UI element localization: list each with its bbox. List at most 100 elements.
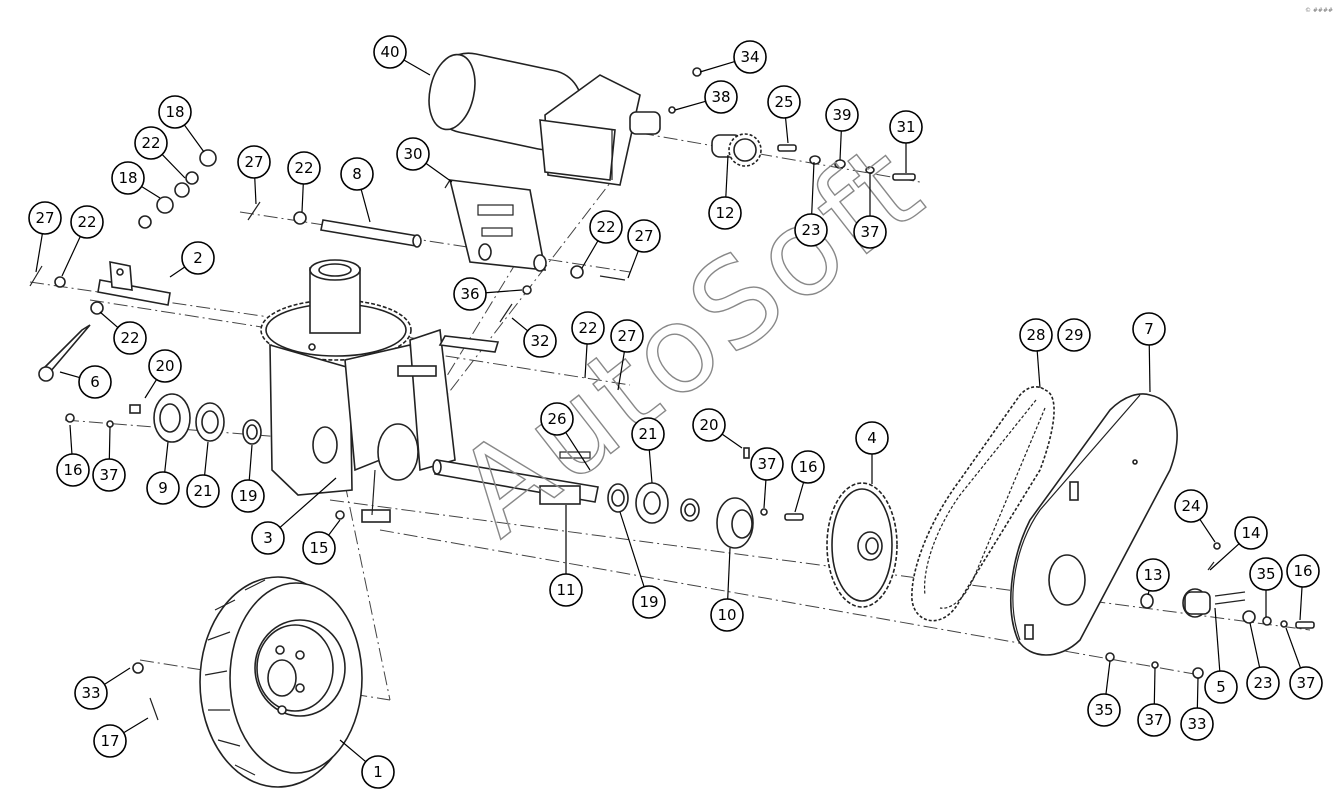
leader-line-17 (123, 717, 149, 734)
balloon-label: 28 (1026, 326, 1045, 344)
balloon-circle (146, 471, 180, 505)
leader-line-33 (104, 667, 131, 685)
drive-sprocket-12 (711, 133, 762, 167)
leader-line-37 (763, 479, 767, 509)
leader-line-24 (1199, 518, 1216, 543)
balloon-label: 5 (1216, 678, 1226, 696)
left-bearing-group (65, 393, 345, 520)
balloon-26: 26 (540, 402, 574, 436)
balloon-37: 37 (1289, 666, 1323, 700)
shaft-bearing-group (607, 482, 700, 524)
balloon-circle (56, 453, 90, 487)
leader-line-21 (648, 449, 653, 484)
wheel-1 (132, 576, 363, 788)
balloon-11: 11 (549, 573, 583, 607)
balloon-label: 22 (294, 159, 313, 177)
motor-bracket-30 (444, 179, 547, 272)
leader-line-12 (725, 154, 729, 198)
balloon-33: 33 (1180, 707, 1214, 741)
leader-line-37 (108, 426, 111, 460)
balloon-label: 23 (1253, 674, 1272, 692)
balloon-circle (1249, 557, 1283, 591)
balloon-27: 27 (28, 201, 62, 235)
balloon-label: 15 (309, 539, 328, 557)
balloon-29: 29 (1057, 318, 1091, 352)
balloon-label: 14 (1241, 524, 1260, 542)
leader-line-23 (1249, 622, 1261, 668)
leader-line-22 (581, 240, 599, 269)
balloon-label: 37 (860, 223, 879, 241)
balloon-label: 39 (832, 106, 851, 124)
balloon-label: 36 (460, 285, 479, 303)
balloon-label: 31 (896, 118, 915, 136)
leader-line-22 (301, 183, 304, 213)
balloon-circle (704, 80, 738, 114)
leader-line-14 (1209, 543, 1240, 571)
leader-line-30 (425, 162, 453, 183)
motor-assembly (428, 52, 661, 186)
leader-line-40 (403, 59, 431, 76)
balloon-circle (78, 365, 112, 399)
balloon-circle (540, 402, 574, 436)
balloon-circle (340, 157, 374, 191)
leader-line-22 (161, 154, 186, 179)
balloon-4: 4 (855, 421, 889, 455)
balloon-label: 25 (774, 93, 793, 111)
balloon-15: 15 (302, 531, 336, 565)
leader-line-21 (204, 441, 209, 476)
balloon-circle (396, 137, 430, 171)
balloon-22: 22 (113, 321, 147, 355)
balloon-label: 9 (158, 479, 168, 497)
balloon-label: 20 (699, 416, 718, 434)
balloon-circle (767, 85, 801, 119)
balloon-19: 19 (632, 585, 666, 619)
leader-line-16 (794, 482, 805, 513)
leader-line-33 (1196, 677, 1199, 709)
balloon-circle (74, 676, 108, 710)
leader-line-2 (169, 266, 186, 278)
leader-line-28 (1036, 350, 1041, 389)
balloon-label: 20 (155, 357, 174, 375)
balloon-circle (373, 35, 407, 69)
balloon-circle (794, 213, 828, 247)
balloon-22: 22 (571, 311, 605, 345)
balloon-1: 1 (361, 755, 395, 789)
balloon-circle (237, 145, 271, 179)
shaft-11 (432, 451, 599, 505)
balloon-32: 32 (523, 324, 557, 358)
balloon-label: 22 (596, 218, 615, 236)
leader-line-27 (617, 351, 625, 391)
balloon-circle (1289, 666, 1323, 700)
balloon-label: 26 (547, 410, 566, 428)
balloon-28: 28 (1019, 318, 1053, 352)
balloon-label: 17 (100, 732, 119, 750)
leader-line-6 (59, 371, 80, 379)
balloon-8: 8 (340, 157, 374, 191)
balloon-label: 22 (141, 134, 160, 152)
balloon-37: 37 (1137, 703, 1171, 737)
balloon-circle (28, 201, 62, 235)
balloon-circle (134, 126, 168, 160)
balloon-label: 27 (35, 209, 54, 227)
leader-line-20 (144, 379, 158, 399)
balloon-label: 3 (263, 529, 273, 547)
balloon-21: 21 (631, 417, 665, 451)
leader-line-23 (811, 161, 815, 215)
balloon-circle (627, 219, 661, 253)
balloon-label: 10 (717, 606, 736, 624)
pin-6 (38, 324, 91, 382)
balloon-label: 23 (801, 221, 820, 239)
leader-line-20 (721, 433, 743, 449)
balloon-label: 33 (81, 684, 100, 702)
balloon-label: 29 (1064, 326, 1083, 344)
chain-guard-7 (1010, 393, 1178, 656)
balloon-circle (1246, 666, 1280, 700)
balloon-35: 35 (1249, 557, 1283, 591)
balloon-label: 33 (1187, 715, 1206, 733)
leader-line-7 (1148, 344, 1151, 393)
balloon-9: 9 (146, 471, 180, 505)
balloon-label: 16 (1293, 562, 1312, 580)
balloon-circle (158, 95, 192, 129)
balloon-circle (1180, 707, 1214, 741)
balloon-label: 24 (1181, 497, 1200, 515)
